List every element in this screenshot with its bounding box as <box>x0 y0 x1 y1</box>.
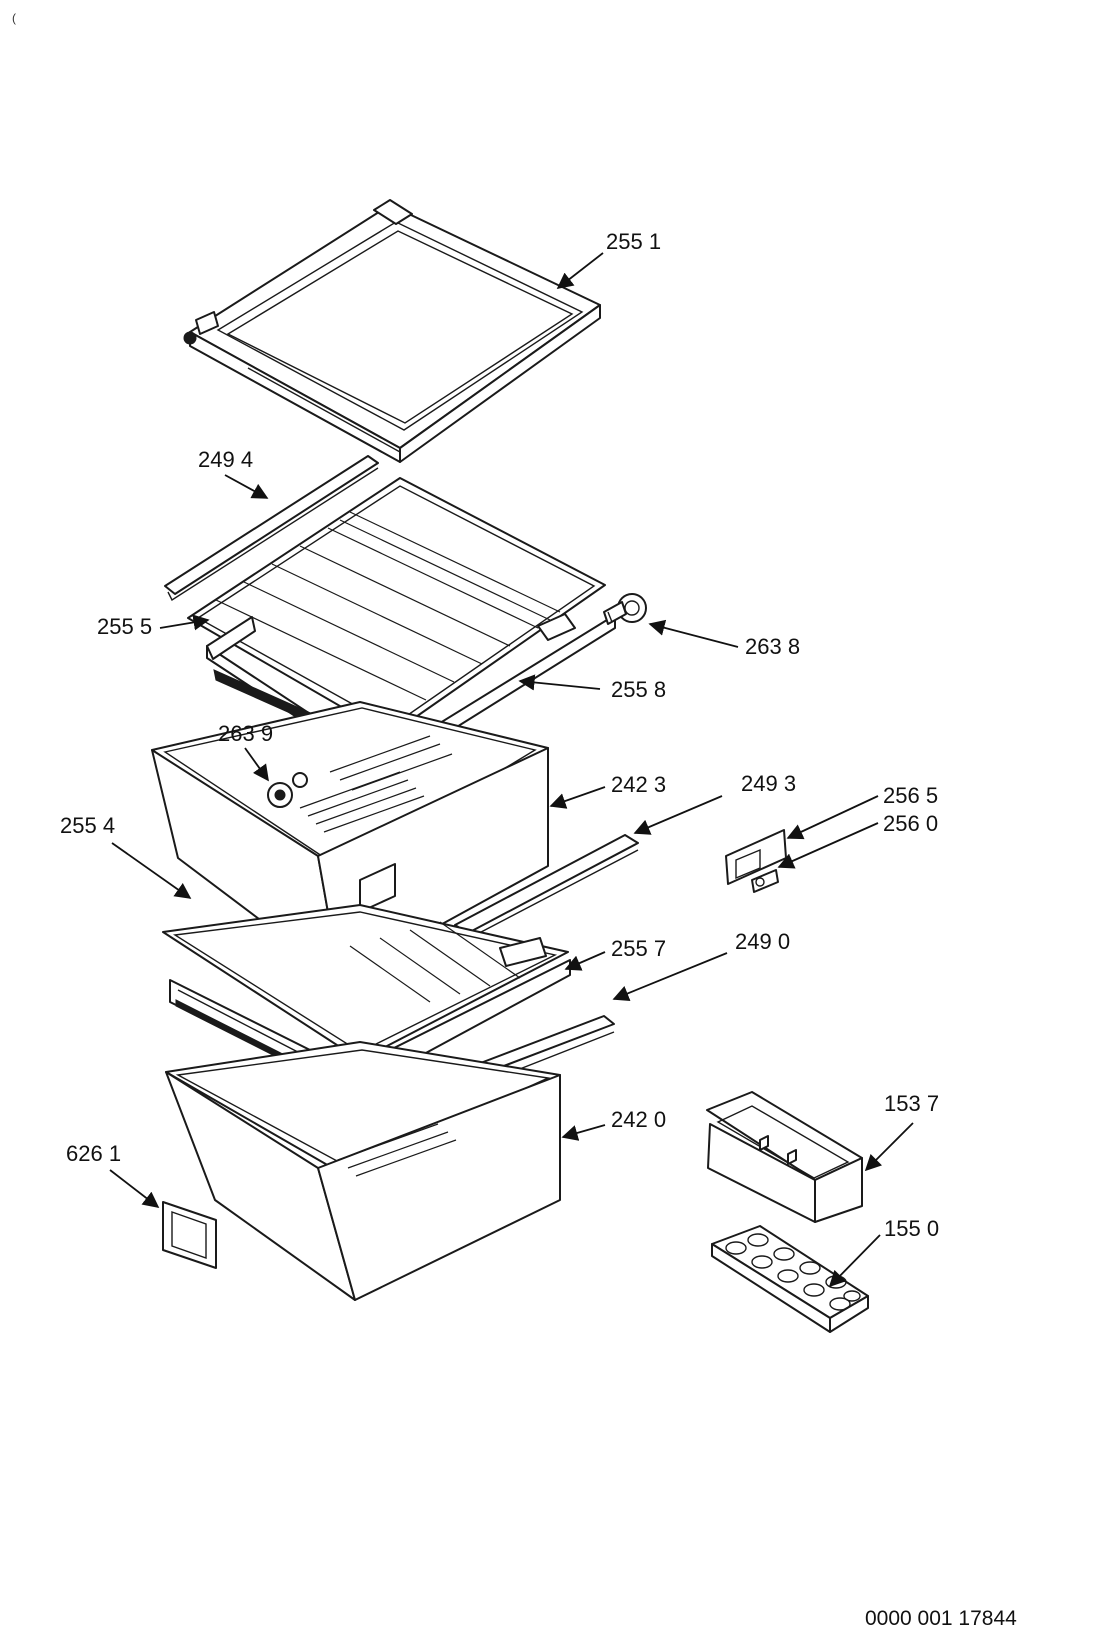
document-number: 0000 001 17844 <box>865 1607 1017 1630</box>
callout-2420: 242 0 <box>611 1107 666 1132</box>
part-lower-drawer <box>165 1041 561 1301</box>
callout-2558: 255 8 <box>611 677 666 702</box>
callout-1550: 155 0 <box>884 1216 939 1241</box>
part-clips <box>725 829 787 893</box>
part-trim-strip-upper <box>164 455 379 602</box>
part-top-shelf <box>183 199 601 463</box>
leader-6261 <box>109 1169 160 1208</box>
callout-2557: 255 7 <box>611 936 666 961</box>
leader-2555 <box>159 614 210 631</box>
callout-2551: 255 1 <box>606 229 661 254</box>
callout-labels: 255 1 249 4 255 5 263 8 255 8 263 9 242 … <box>60 229 939 1241</box>
leader-2557 <box>564 951 606 971</box>
leader-2423 <box>549 786 606 809</box>
leader-2558 <box>518 674 601 691</box>
callout-6261: 626 1 <box>66 1141 121 1166</box>
part-door-bin <box>706 1091 863 1223</box>
callout-2639: 263 9 <box>218 721 273 746</box>
leader-2420 <box>561 1124 606 1141</box>
callout-2493: 249 3 <box>741 771 796 796</box>
leader-2565 <box>786 795 879 840</box>
leader-2639 <box>244 747 269 782</box>
callout-2555: 255 5 <box>97 614 152 639</box>
part-label-plate <box>162 1201 217 1269</box>
callout-2560: 256 0 <box>883 811 938 836</box>
leader-2493 <box>633 795 723 835</box>
callout-2554: 255 4 <box>60 813 115 838</box>
leader-2490 <box>612 952 728 1002</box>
leader-1537 <box>864 1122 914 1172</box>
callout-2565: 256 5 <box>883 783 938 808</box>
part-shelf-bolt-left <box>267 772 308 808</box>
callout-1537: 153 7 <box>884 1091 939 1116</box>
callout-2638: 263 8 <box>745 634 800 659</box>
leader-2551 <box>556 252 604 289</box>
callout-2494: 249 4 <box>198 447 253 472</box>
callout-2423: 242 3 <box>611 772 666 797</box>
part-shelf-bolt-right <box>603 593 647 625</box>
leader-1550 <box>828 1234 881 1288</box>
leader-2638 <box>648 619 739 648</box>
leader-2494 <box>224 474 269 499</box>
corner-mark: ( <box>12 11 16 25</box>
leader-2560 <box>777 822 879 869</box>
leader-2554 <box>111 842 192 899</box>
part-egg-tray <box>711 1225 869 1333</box>
leader-lines <box>109 252 914 1288</box>
callout-2490: 249 0 <box>735 929 790 954</box>
